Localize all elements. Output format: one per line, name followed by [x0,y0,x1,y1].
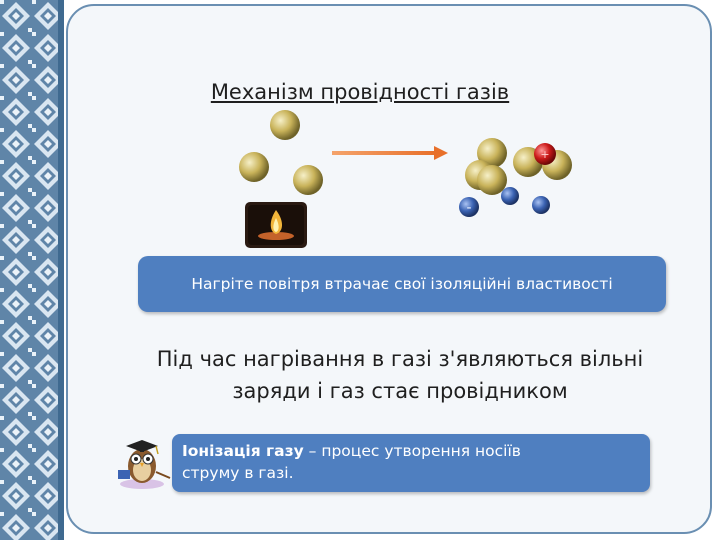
ionized-atoms [465,138,572,195]
positive-sign: + [540,148,549,161]
ionization-diagram: + - [239,110,572,248]
definition-line-2: струму в газі. [182,464,294,482]
main-text-line-2: заряди і газ стає провідником [232,379,568,403]
electron-icon: - [459,187,550,217]
definition-term: Іонізація газу [182,442,304,460]
candle-flame-icon [245,202,307,248]
embroidery-border [0,0,64,540]
banner-text: Нагріте повітря втрачає свої ізоляційні … [191,275,613,293]
definition-line-1: Іонізація газу – процес утворення носіїв [182,440,640,462]
slide-title: Механізм провідності газів [210,80,510,104]
positive-ion-icon: + [534,143,556,165]
neutral-atom-icon [239,110,323,195]
definition-rest: – процес утворення носіїв [303,442,521,460]
definition-box: Іонізація газу – процес утворення носіїв… [172,434,650,492]
main-text-line-1: Під час нагрівання в газі з'являються ві… [156,347,644,371]
main-statement: Під час нагрівання в газі з'являються ві… [120,343,680,407]
owl-teacher-icon [118,440,171,489]
banner: Нагріте повітря втрачає свої ізоляційні … [138,256,666,312]
heat-arrow-icon [332,146,448,160]
negative-sign: - [466,200,471,216]
